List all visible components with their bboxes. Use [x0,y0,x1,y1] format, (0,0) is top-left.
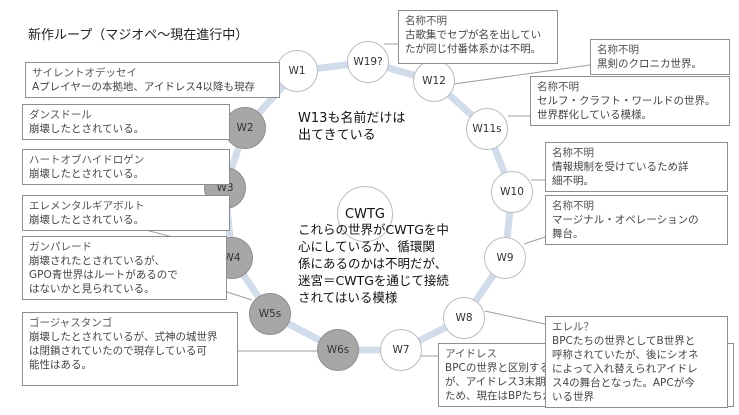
cwtg-note: これらの世界がCWTGを中 心にしているか、循環関 係にあるのかは不明だが、 迷… [298,222,449,305]
world-name: アイドレス [445,348,497,360]
world-description: 情報規制を受けているため詳 細不明。 [552,161,689,187]
connector-line [453,64,591,85]
world-info-box-w2: ダンスドール崩壊したとされている。 [22,104,230,140]
world-node-w6s[interactable]: W6s [317,329,359,371]
world-description: 古歌集でセプが名を出してい たが同じ付番体系かは不明。 [405,29,542,55]
world-name: 名称不明 [552,147,594,159]
world-info-box-w4: エレメンタルギアボルト崩壊したとされている。 [22,195,230,231]
world-description: セルフ・クラフト・ワールドの世界。 世界群化している模様。 [537,95,716,121]
world-info-box-w9: 名称不明マージナル・オペレーションの 舞台。 [545,195,728,245]
world-description: 崩壊したとされている。 [29,214,145,226]
world-node-w19q[interactable]: W19? [347,41,389,83]
world-node-w11s[interactable]: W11s [466,108,508,150]
world-node-w7[interactable]: W7 [380,329,422,371]
world-node-label: W6s [326,344,350,356]
cwtg-label: CWTG [345,206,385,222]
world-name: サイレントオデッセイ [32,67,137,79]
world-info-box-w8: エレル？ BPCたちの世界としてB世界と 呼称されていたが、後にシオネ によって入… [545,316,728,408]
world-node-w10[interactable]: W10 [491,171,533,213]
world-info-box-w19q: 名称不明古歌集でセプが名を出してい たが同じ付番体系かは不明。 [398,10,558,64]
connector-line [523,236,546,245]
world-node-label: W12 [422,75,446,87]
world-node-label: W2 [236,122,254,134]
world-description: BPCたちの世界としてB世界と 呼称されていたが、後にシオネ によって入れ替えら… [552,335,699,403]
world-node-label: W7 [392,344,410,356]
world-node-label: W4 [223,252,241,264]
world-info-box-w11s: 名称不明セルフ・クラフト・ワールドの世界。 世界群化している模様。 [530,76,730,126]
world-node-w1[interactable]: W1 [276,50,318,92]
world-info-box-w5s: ガンパレード崩壊されたとされているが、 GPO青世界はルートがあるので はないか… [22,236,227,300]
world-info-box-w12: 名称不明黒剣のクロニカ世界。 [590,39,730,75]
world-node-label: W5s [258,308,282,320]
w13-note: W13も名前だけは 出てきている [298,111,406,143]
world-node-w8[interactable]: W8 [443,297,485,339]
world-node-label: W1 [288,65,306,77]
world-node-w2[interactable]: W2 [224,107,266,149]
world-description: 崩壊したとされている。 [29,123,145,135]
world-node-w12[interactable]: W12 [413,60,455,102]
world-node-label: W19? [353,56,383,68]
connector-line [226,291,253,301]
world-name: 名称不明 [552,200,594,212]
world-info-box-w6s: ゴージャスタンゴ崩壊したとされているが、式神の城世界 は閉鎖されていたので現存し… [22,312,238,386]
world-description: 崩壊されたとされているが、 GPO青世界はルートがあるので はないかと見られてい… [29,255,178,295]
world-node-w5s[interactable]: W5s [249,293,291,335]
diagram-title: 新作ループ（マジオペ～現在進行中） [28,28,249,43]
world-name: ゴージャスタンゴ [29,317,113,329]
world-name: 名称不明 [405,15,447,27]
world-name: エレル？ [552,321,594,333]
world-name: エレメンタルギアボルト [29,200,145,212]
world-node-label: W11s [472,123,502,135]
world-name: ハートオブハイドロゲン [29,154,145,166]
world-name: ガンパレード [29,241,92,253]
cwtg-center-node[interactable]: CWTG [337,186,393,242]
world-name: 名称不明 [537,81,579,93]
world-name: 名称不明 [597,44,639,56]
world-description: 崩壊したとされている。 [29,168,145,180]
world-node-w9[interactable]: W9 [484,237,526,279]
world-description: マージナル・オペレーションの 舞台。 [552,214,699,240]
world-info-box-w10: 名称不明情報規制を受けているため詳 細不明。 [545,142,728,192]
world-info-box-w3: ハートオブハイドロゲン崩壊したとされている。 [22,149,230,185]
world-node-label: W10 [500,186,524,198]
world-description: Aプレイヤーの本拠地、アイドレス4以降も現存 [32,81,256,93]
world-info-box-w1: サイレントオデッセイ Aプレイヤーの本拠地、アイドレス4以降も現存 [25,62,280,98]
world-node-label: W3 [216,182,234,194]
world-name: ダンスドール [29,109,92,121]
connector-line [484,310,546,325]
world-description: 崩壊したとされているが、式神の城世界 は閉鎖されていたので現存している可 能性は… [29,331,218,371]
world-description: 黒剣のクロニカ世界。 [597,58,702,70]
world-node-label: W8 [455,312,473,324]
world-node-label: W9 [496,252,514,264]
